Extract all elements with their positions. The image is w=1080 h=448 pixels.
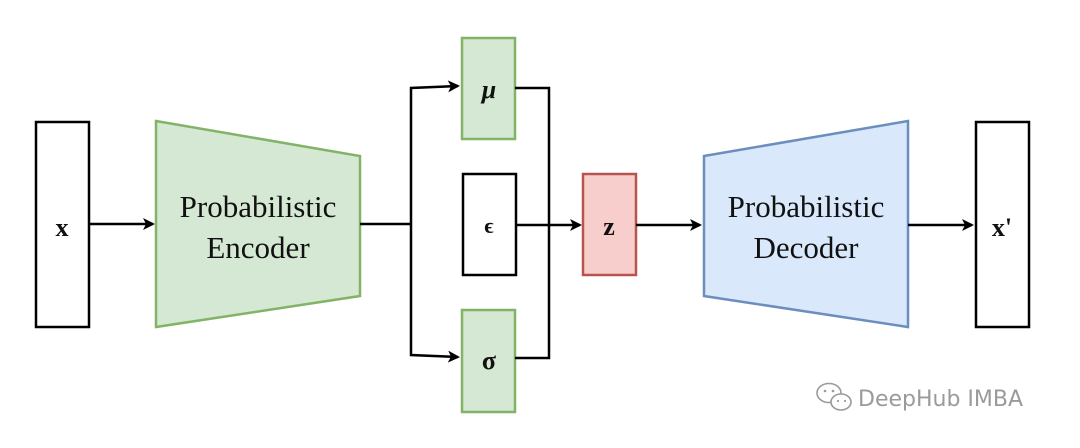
- output-box: [974, 120, 1031, 329]
- latent-z-label: z: [603, 212, 615, 241]
- epsilon-label: ϵ: [484, 213, 493, 238]
- encoder-label-line2: Encoder: [206, 230, 310, 265]
- watermark: DeepHub IMBA: [816, 382, 1023, 412]
- input-label: x: [56, 213, 69, 242]
- encoder-label-line1: Probabilistic: [180, 189, 337, 224]
- arrow-encoder-to-mu: [409, 80, 460, 224]
- sigma-box: [460, 308, 517, 414]
- output-label: x': [992, 213, 1012, 242]
- wechat-icon: [816, 382, 852, 411]
- decoder-label-line1: Probabilistic: [728, 189, 885, 224]
- connector-sigma-to-z: [515, 225, 551, 360]
- latent-z-box: [581, 172, 638, 277]
- decoder-shape: [702, 119, 910, 329]
- watermark-text: DeepHub IMBA: [858, 387, 1023, 412]
- connector-mu-to-z: [515, 86, 551, 225]
- sigma-label: σ: [482, 346, 496, 375]
- epsilon-box: [461, 172, 518, 277]
- mu-label: μ: [480, 75, 496, 104]
- decoder-label-line2: Decoder: [754, 230, 860, 265]
- arrow-encoder-to-sigma: [409, 224, 460, 363]
- input-box: [34, 120, 91, 329]
- encoder-shape: [154, 119, 362, 329]
